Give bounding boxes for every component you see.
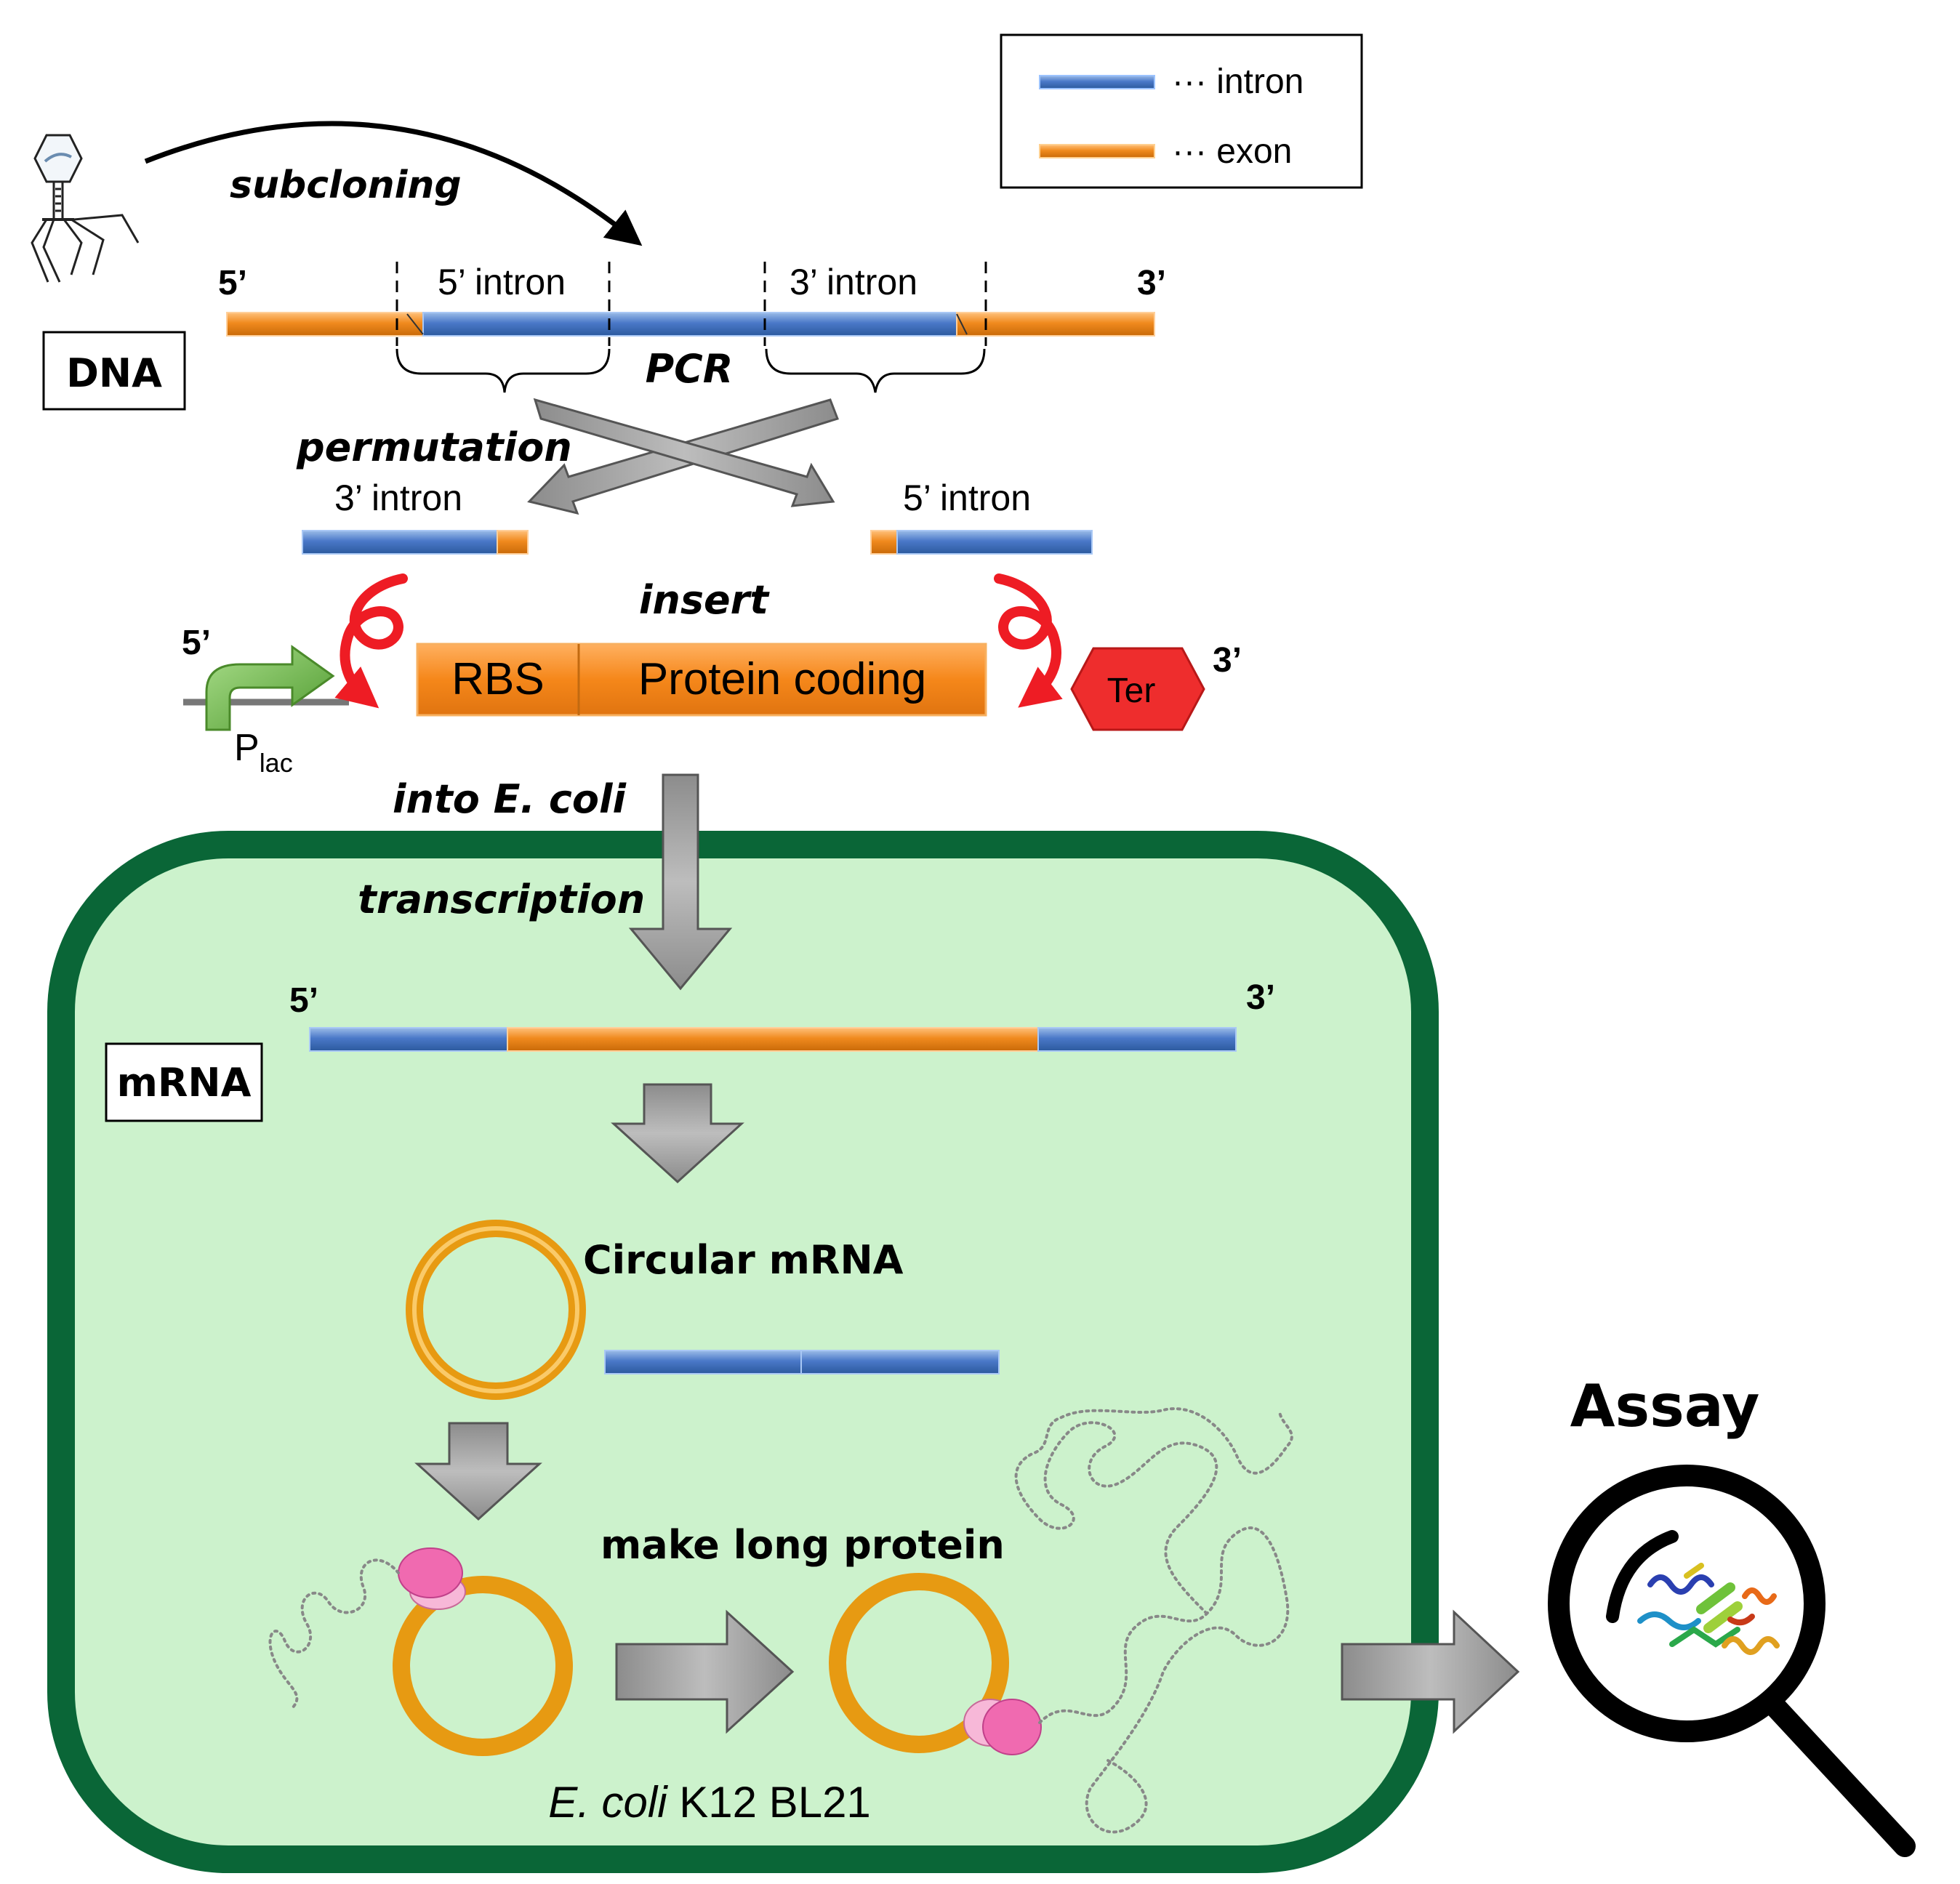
legend-exon-swatch — [1039, 144, 1155, 158]
excised-intron-left — [604, 1350, 802, 1374]
bacteriophage-icon — [31, 134, 140, 283]
dna-intron-middle — [422, 312, 957, 337]
to-assay-arrow — [1341, 1609, 1520, 1734]
make-long-protein-label: make long protein — [601, 1522, 1005, 1568]
transcription-label: transcription — [358, 877, 645, 922]
mrna-intron-left — [309, 1027, 508, 1052]
3intron-pcr-brace — [765, 348, 986, 393]
insertion-loop-left — [334, 573, 408, 709]
legend: ··· intron ··· exon — [1000, 33, 1363, 189]
elongation-arrow — [615, 1609, 795, 1734]
circular-mrna-label: Circular mRNA — [583, 1237, 904, 1283]
subcloning-arrow — [144, 121, 643, 246]
promoter-label: Plac — [234, 727, 293, 778]
permuted-3intron-label: 3’ intron — [334, 478, 462, 518]
long-protein-chain — [1014, 1407, 1293, 1834]
dna-5intron-label: 5’ intron — [438, 262, 566, 302]
subcloning-label: subcloning — [230, 164, 462, 207]
mrna-exon-middle — [507, 1027, 1039, 1052]
into-ecoli-label: into E. coli — [393, 776, 627, 822]
mrna-strand — [309, 1027, 1237, 1052]
permuted-5intron-exon-start — [870, 530, 898, 555]
ribosome-icon — [398, 1547, 466, 1610]
protein-coding-label: Protein coding — [638, 654, 926, 704]
insertion-loop-right — [994, 573, 1063, 708]
translating-ring-1 — [393, 1576, 573, 1756]
pcr-label: PCR — [646, 346, 734, 392]
excised-intron-right — [800, 1350, 1000, 1374]
5intron-pcr-brace — [395, 348, 611, 393]
terminator-ter: Ter — [1070, 647, 1205, 731]
mrna-intron-right — [1037, 1027, 1237, 1052]
magnifying-glass-icon — [1548, 1465, 1916, 1857]
protein-structure-icon — [1637, 1563, 1780, 1655]
splicing-arrow — [611, 1083, 744, 1184]
assay-label: Assay — [1570, 1372, 1760, 1440]
dna-label: DNA — [66, 350, 162, 396]
strain-label: E. coli K12 BL21 — [548, 1778, 871, 1827]
translation-arrow — [414, 1422, 542, 1521]
dna-exon-right — [956, 312, 1155, 337]
legend-exon-label: ··· exon — [1172, 132, 1292, 171]
dna-5prime-label: 5’ — [218, 264, 247, 302]
construct-3prime-label: 3’ — [1213, 641, 1242, 680]
mrna-label: mRNA — [117, 1060, 252, 1106]
translating-ring-2 — [829, 1573, 1009, 1753]
rbs-box — [416, 643, 580, 717]
permuted-5intron-bar — [896, 530, 1093, 555]
transcription-arrow — [628, 773, 733, 991]
promoter-lac: Plac — [183, 645, 349, 778]
promoter-arrow-icon — [205, 645, 335, 731]
insert-label: insert — [639, 577, 770, 623]
dna-3prime-label: 3’ — [1137, 264, 1166, 302]
permutation-label: permutation — [296, 424, 572, 470]
mrna-5prime-label: 5’ — [289, 981, 318, 1020]
excised-intron-strand — [604, 1350, 1000, 1374]
mrna-label-box — [105, 1042, 263, 1122]
ribosome-icon-2 — [963, 1699, 1042, 1755]
dna-3intron-label: 3’ intron — [790, 262, 917, 302]
permuted-5intron-label: 5’ intron — [903, 478, 1031, 518]
legend-box — [1000, 33, 1363, 189]
mrna-3prime-label: 3’ — [1246, 978, 1275, 1017]
permuted-3intron-exon-end — [497, 530, 529, 555]
permutation-cross-arrows — [527, 398, 839, 515]
permutation-arrow-to-right — [533, 398, 835, 507]
legend-intron-label: ··· intron — [1172, 63, 1304, 101]
dna-exon-left — [226, 312, 424, 337]
legend-intron-swatch — [1039, 75, 1155, 89]
terminator-label: Ter — [1107, 672, 1156, 710]
nascent-peptide-chain-1 — [268, 1558, 400, 1710]
construct-5prime-label: 5’ — [182, 624, 211, 662]
intron-boundaries — [395, 262, 987, 346]
terminator-hexagon-icon — [1070, 647, 1205, 731]
rbs-label: RBS — [451, 654, 544, 704]
permuted-3intron-bar — [302, 530, 498, 555]
dna-strand — [226, 312, 1155, 337]
dna-label-box — [42, 331, 186, 411]
